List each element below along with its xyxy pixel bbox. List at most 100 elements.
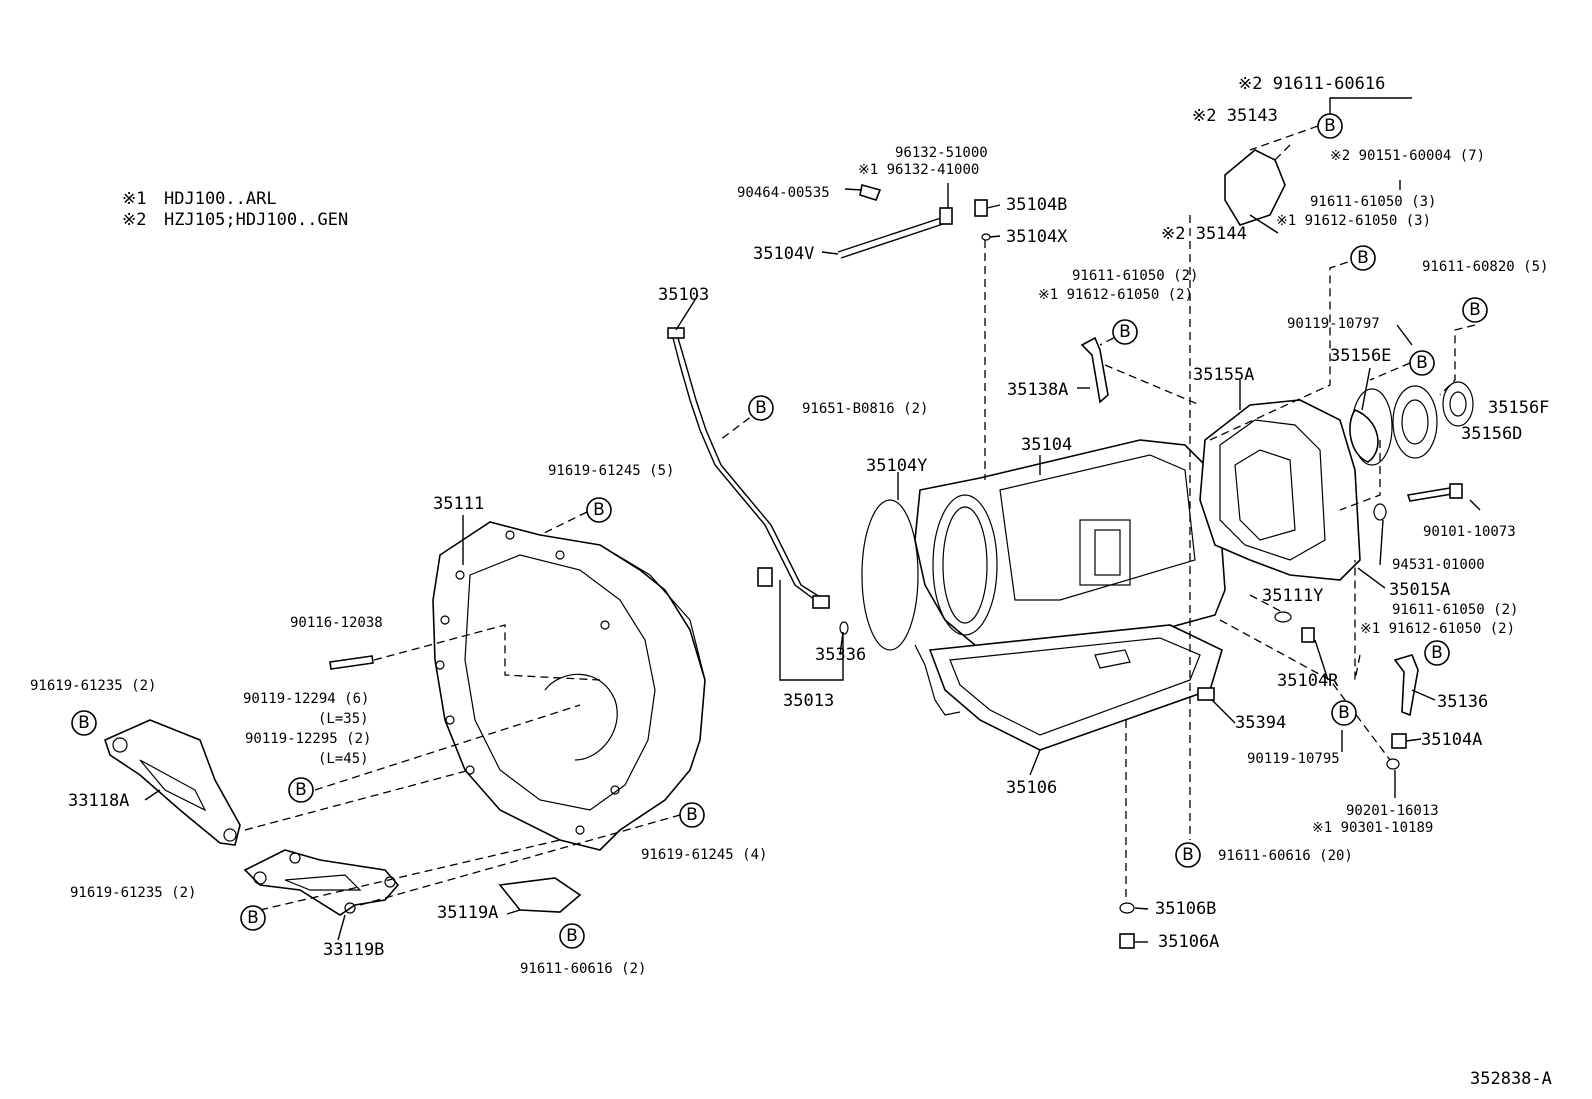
bolt-head <box>1449 483 1463 499</box>
label-35104B: 35104B <box>1006 195 1067 215</box>
washer-94531 <box>1373 503 1387 521</box>
label-91619-61235-b: 91619-61235 (2) <box>70 885 196 901</box>
bracket-33119B <box>243 849 400 916</box>
label-90119-10795: 90119-10795 <box>1247 751 1340 767</box>
gasket-35106B <box>1119 902 1135 914</box>
lever-35136 <box>1393 654 1419 717</box>
label-90151-60004: ※2 90151-60004 (7) <box>1330 148 1485 164</box>
label-35144: ※2 35144 <box>1161 224 1247 244</box>
label-90119-12294: 90119-12294 (6) <box>243 691 369 707</box>
part-labels: ※2 91611-60616 ※2 35143 ※2 90151-60004 (… <box>30 74 1549 977</box>
svg-text:B: B <box>1357 248 1369 268</box>
label-35106A: 35106A <box>1158 932 1219 952</box>
legend-note2-text: HZJ105;HDJ100..GEN <box>164 210 348 230</box>
legend: ※1 HDJ100..ARL ※2 HZJ105;HDJ100..GEN <box>122 189 348 230</box>
label-90101-10073: 90101-10073 <box>1423 524 1516 540</box>
label-96132-41000: ※1 96132-41000 <box>858 162 979 178</box>
union-35104B <box>974 199 988 217</box>
label-35156F: 35156F <box>1488 398 1549 418</box>
label-91611-60616-20: 91611-60616 (20) <box>1218 848 1353 864</box>
label-90119-10797: 90119-10797 <box>1287 316 1380 332</box>
dipstick-tube-35013 <box>667 327 830 609</box>
label-91612-61050-2a: ※1 91612-61050 (2) <box>1038 287 1193 303</box>
label-90116-12038: 90116-12038 <box>290 615 383 631</box>
label-35119A: 35119A <box>437 903 498 923</box>
bolt-marker: B <box>1175 842 1201 868</box>
label-35104A: 35104A <box>1421 730 1482 750</box>
label-91619-61235-a: 91619-61235 (2) <box>30 678 156 694</box>
plug-35111Y <box>1274 611 1292 623</box>
svg-text:B: B <box>1119 322 1131 342</box>
legend-note1-text: HDJ100..ARL <box>164 189 277 209</box>
label-90119-12295: 90119-12295 (2) <box>245 731 371 747</box>
svg-text:B: B <box>1431 643 1443 663</box>
label-91651-B0816: 91651-B0816 (2) <box>802 401 928 417</box>
label-35015A: 35015A <box>1389 580 1450 600</box>
svg-text:B: B <box>78 713 90 733</box>
label-35111: 35111 <box>433 494 484 514</box>
label-33119B: 33119B <box>323 940 384 960</box>
oring-35104X <box>981 233 991 241</box>
oil-pan-35106 <box>914 624 1223 751</box>
bolt-marker: B <box>1409 350 1435 376</box>
label-91611-60616: ※2 91611-60616 <box>1238 74 1385 94</box>
label-33118A: 33118A <box>68 791 129 811</box>
label-91619-61245-4: 91619-61245 (4) <box>641 847 767 863</box>
extension-housing-35155A <box>1199 388 1393 581</box>
bolt-marker: B <box>288 777 314 803</box>
bolt-marker: B <box>1112 319 1138 345</box>
bolt-marker: B <box>1331 700 1357 726</box>
svg-text:B: B <box>1182 845 1194 865</box>
label-35103: 35103 <box>658 285 709 305</box>
bolt-marker: B <box>71 710 97 736</box>
label-96132-51000: 96132-51000 <box>895 145 988 161</box>
label-91611-60820: 91611-60820 (5) <box>1422 259 1548 275</box>
seal-and-bearing <box>1392 381 1474 459</box>
label-90464-00535: 90464-00535 <box>737 185 830 201</box>
bolt-marker: B <box>1317 113 1343 139</box>
label-91611-61050-2b: 91611-61050 (2) <box>1392 602 1518 618</box>
svg-text:B: B <box>295 780 307 800</box>
label-35104Y: 35104Y <box>866 456 927 476</box>
bolt-marker: B <box>559 923 585 949</box>
svg-text:B: B <box>593 500 605 520</box>
label-91611-60616-2: 91611-60616 (2) <box>520 961 646 977</box>
label-L35: (L=35) <box>318 711 369 727</box>
plate-35119A <box>498 877 582 913</box>
label-91611-61050-2a: 91611-61050 (2) <box>1072 268 1198 284</box>
bolt-marker: B <box>1462 297 1488 323</box>
bolt-marker: B <box>240 905 266 931</box>
svg-text:B: B <box>566 926 578 946</box>
footer-code: 352838-A <box>1470 1069 1552 1089</box>
label-91619-61245-5: 91619-61245 (5) <box>548 463 674 479</box>
svg-text:B: B <box>1416 353 1428 373</box>
bolt-35104R <box>1301 627 1315 643</box>
legend-note2-mark: ※2 <box>122 210 146 230</box>
svg-text:B: B <box>1338 703 1350 723</box>
label-35104V: 35104V <box>753 244 814 264</box>
bolt-marker: B <box>1350 245 1376 271</box>
bolt-marker: B <box>1424 640 1450 666</box>
label-35111Y: 35111Y <box>1262 586 1323 606</box>
label-91611-61050-3: 91611-61050 (3) <box>1310 194 1436 210</box>
label-35104X: 35104X <box>1006 227 1068 247</box>
bolt-marker: B <box>586 497 612 523</box>
cooler-hose-35104V <box>837 183 953 259</box>
gasket-35156E <box>1349 409 1379 463</box>
label-35013: 35013 <box>783 691 834 711</box>
drain-plug-35106A <box>1119 933 1135 949</box>
label-35143: ※2 35143 <box>1192 106 1278 126</box>
label-35106: 35106 <box>1006 778 1057 798</box>
bolt-markers: B B B B B B B B B B B B B B B <box>71 113 1488 949</box>
cover-35143 <box>1224 149 1286 226</box>
label-35336: 35336 <box>815 645 866 665</box>
transmission-case-35104 <box>861 439 1226 666</box>
label-90201-16013: 90201-16013 <box>1346 803 1439 819</box>
label-94531-01000: 94531-01000 <box>1392 557 1485 573</box>
label-91612-61050-2b: ※1 91612-61050 (2) <box>1360 621 1515 637</box>
oring-35336 <box>839 621 849 635</box>
leader-lines <box>144 97 1481 943</box>
label-35136: 35136 <box>1437 692 1488 712</box>
